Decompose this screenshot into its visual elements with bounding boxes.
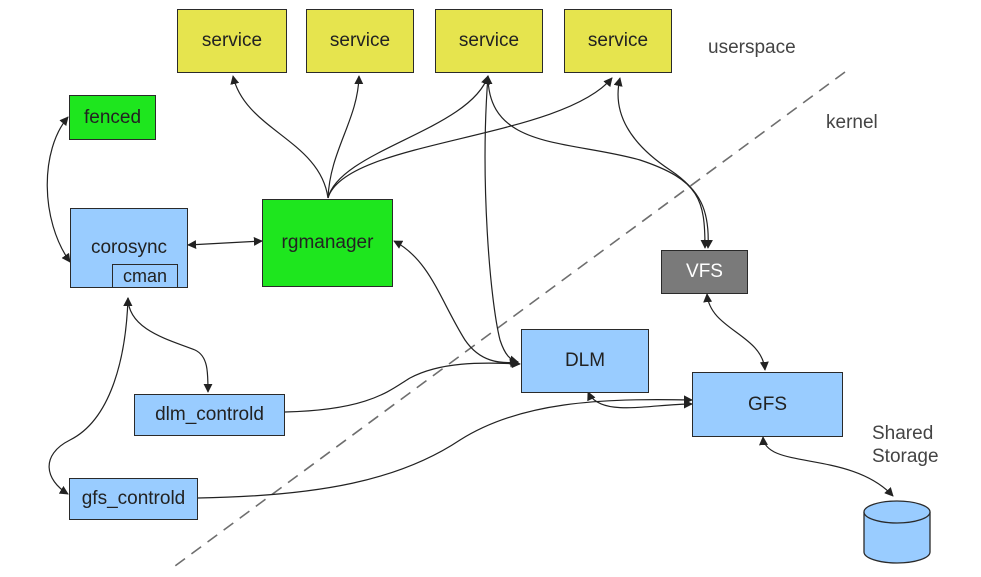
edge-gfs-storage <box>759 436 894 497</box>
zone-label-userspace: userspace <box>708 37 796 58</box>
edge-vfs-gfs <box>703 293 769 371</box>
edge-service4-vfs <box>613 77 713 249</box>
edge-rgmanager-service1 <box>230 75 329 199</box>
node-service-4-label: service <box>587 30 649 51</box>
edge-service3-vfs <box>483 75 710 249</box>
node-cman-label: cman <box>122 265 167 286</box>
node-rgmanager: rgmanager <box>262 199 393 287</box>
userspace-kernel-divider <box>174 71 846 567</box>
node-dlm: DLM <box>521 329 649 393</box>
edge-service3-dlm <box>484 75 519 365</box>
storage-label-line1: Shared <box>872 423 934 444</box>
edge-rgmanager-service2 <box>327 75 364 199</box>
node-gfs-controld: gfs_controld <box>69 478 198 520</box>
node-service-3-label: service <box>458 30 520 51</box>
node-service-4: service <box>564 9 672 73</box>
node-service-2-label: service <box>329 30 391 51</box>
node-service-1: service <box>177 9 287 73</box>
node-service-1-label: service <box>201 30 263 51</box>
zone-label-kernel: kernel <box>826 112 878 133</box>
node-rgmanager-label: rgmanager <box>281 232 374 253</box>
node-gfs: GFS <box>692 372 843 437</box>
edge-corosync-rgmanager <box>187 236 263 250</box>
node-cman: cman <box>112 264 178 288</box>
node-vfs-label: VFS <box>686 261 723 282</box>
database-cylinder-icon <box>863 500 931 564</box>
node-fenced: fenced <box>69 95 156 140</box>
edge-fenced-corosync <box>46 116 71 263</box>
edge-rgmanager-dlm <box>393 240 519 368</box>
node-fenced-label: fenced <box>83 106 142 128</box>
node-service-3: service <box>435 9 543 73</box>
edge-cman-dlm-controld <box>123 297 213 393</box>
node-dlm-label: DLM <box>564 350 606 371</box>
node-corosync-label: corosync <box>90 237 168 258</box>
edge-rgmanager-service4 <box>327 77 613 199</box>
edge-cman-gfs-controld <box>48 297 133 495</box>
node-dlm-controld: dlm_controld <box>134 394 285 436</box>
node-vfs: VFS <box>661 250 748 294</box>
edge-dlm-gfs <box>587 391 693 409</box>
edge-rgmanager-service3 <box>327 75 490 199</box>
edge-dlm-controld-dlm <box>284 359 521 413</box>
node-service-2: service <box>306 9 414 73</box>
node-gfs-controld-label: gfs_controld <box>81 488 186 509</box>
storage-label-line2: Storage <box>872 446 939 467</box>
node-gfs-label: GFS <box>747 393 788 415</box>
node-dlm-controld-label: dlm_controld <box>155 404 264 425</box>
